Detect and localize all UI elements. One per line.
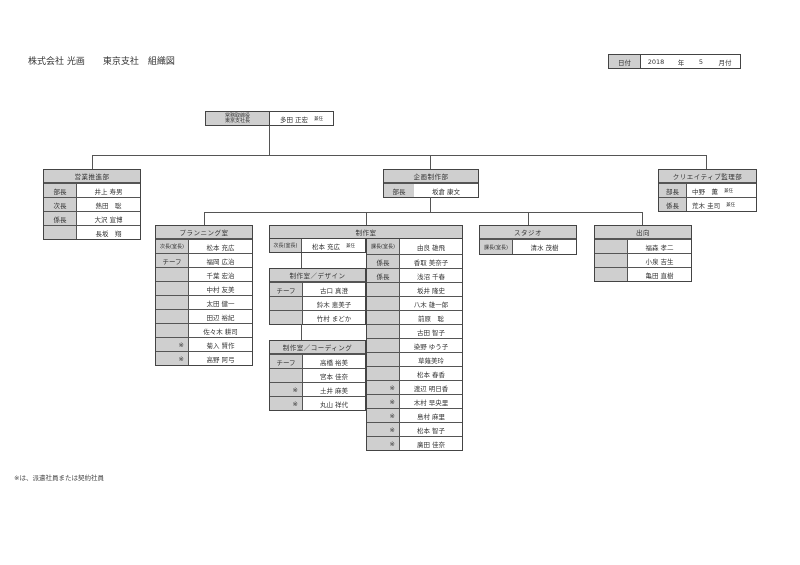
subsection-coding-box: 制作室／コーディング チーフ高橋 裕美 宮本 佳奈 ※土井 麻美 ※丸山 祥代: [269, 340, 366, 411]
production-right-column: 課長(室長)由良 雄飛 係長香取 美奈子 係長浅沼 千春 坂井 隆史 八木 雄一…: [366, 238, 463, 451]
branch-name: 東京支社: [102, 57, 139, 67]
connector: [301, 253, 302, 268]
section-production-header: 制作室: [269, 225, 463, 239]
dept-sales-box: 営業推進部 部長井上 寿男 次長熱田 聡 係長大沢 宣博 長坂 翔: [43, 169, 141, 240]
connector: [642, 212, 643, 225]
exec-title: 常務取締役 東京支社長: [206, 112, 270, 125]
connector: [204, 212, 642, 213]
connector: [528, 212, 529, 225]
concurrent-note: 兼任: [314, 116, 324, 122]
production-head-left: 次長(室長) 松本 充広兼任: [269, 238, 366, 253]
section-studio-name: スタジオ: [480, 226, 576, 239]
top-executive-box: 常務取締役 東京支社長 多田 正宏 兼任: [205, 111, 334, 126]
connector: [366, 212, 367, 225]
date-year-unit: 年: [677, 58, 685, 67]
dept-creative-box: クリエイティブ監理部 部長中野 薫兼任 係長荒木 圭司兼任: [658, 169, 757, 212]
date-label: 日付: [609, 55, 641, 68]
section-secondment-name: 出向: [595, 226, 691, 239]
footnote: ※は、派遣社員または契約社員: [14, 474, 104, 482]
subsection-design-name: 制作室／デザイン: [270, 269, 365, 282]
date-month: 5: [698, 57, 704, 66]
exec-name: 多田 正宏 兼任: [279, 115, 324, 124]
connector: [430, 197, 431, 212]
chart-title: 組織図: [147, 57, 175, 67]
dept-planning-production-box: 企画制作部 部長坂倉 康文: [383, 169, 479, 198]
dept-sales-name: 営業推進部: [44, 170, 140, 183]
connector: [706, 155, 707, 169]
section-planning-box: プランニング室 次長(室長)松本 充広 チーフ福岡 広治 千葉 宏治 中村 友美…: [155, 225, 253, 366]
connector: [204, 212, 205, 225]
subsection-coding-name: 制作室／コーディング: [270, 341, 365, 354]
section-production-name: 制作室: [270, 226, 462, 238]
date-box: 日付 2018 年 5 月付: [608, 54, 741, 69]
connector: [301, 324, 302, 340]
document-title: 株式会社 光画 東京支社 組織図: [28, 54, 175, 67]
connector: [92, 155, 93, 169]
connector: [269, 126, 270, 155]
subsection-design-box: 制作室／デザイン チーフ古口 真澄 鈴木 恵美子 竹村 まどか: [269, 268, 366, 325]
section-planning-name: プランニング室: [156, 226, 252, 239]
connector: [92, 155, 706, 156]
section-secondment-box: 出向 福森 孝二 小泉 吉生 亀田 直樹: [594, 225, 692, 282]
date-year: 2018: [647, 57, 665, 66]
dept-creative-name: クリエイティブ監理部: [659, 170, 756, 183]
connector: [430, 155, 431, 169]
section-studio-box: スタジオ 課長(室長)清水 茂樹: [479, 225, 577, 255]
date-month-unit: 月付: [718, 58, 732, 67]
company-name: 株式会社 光画: [28, 57, 85, 67]
dept-planning-production-name: 企画制作部: [384, 170, 478, 183]
